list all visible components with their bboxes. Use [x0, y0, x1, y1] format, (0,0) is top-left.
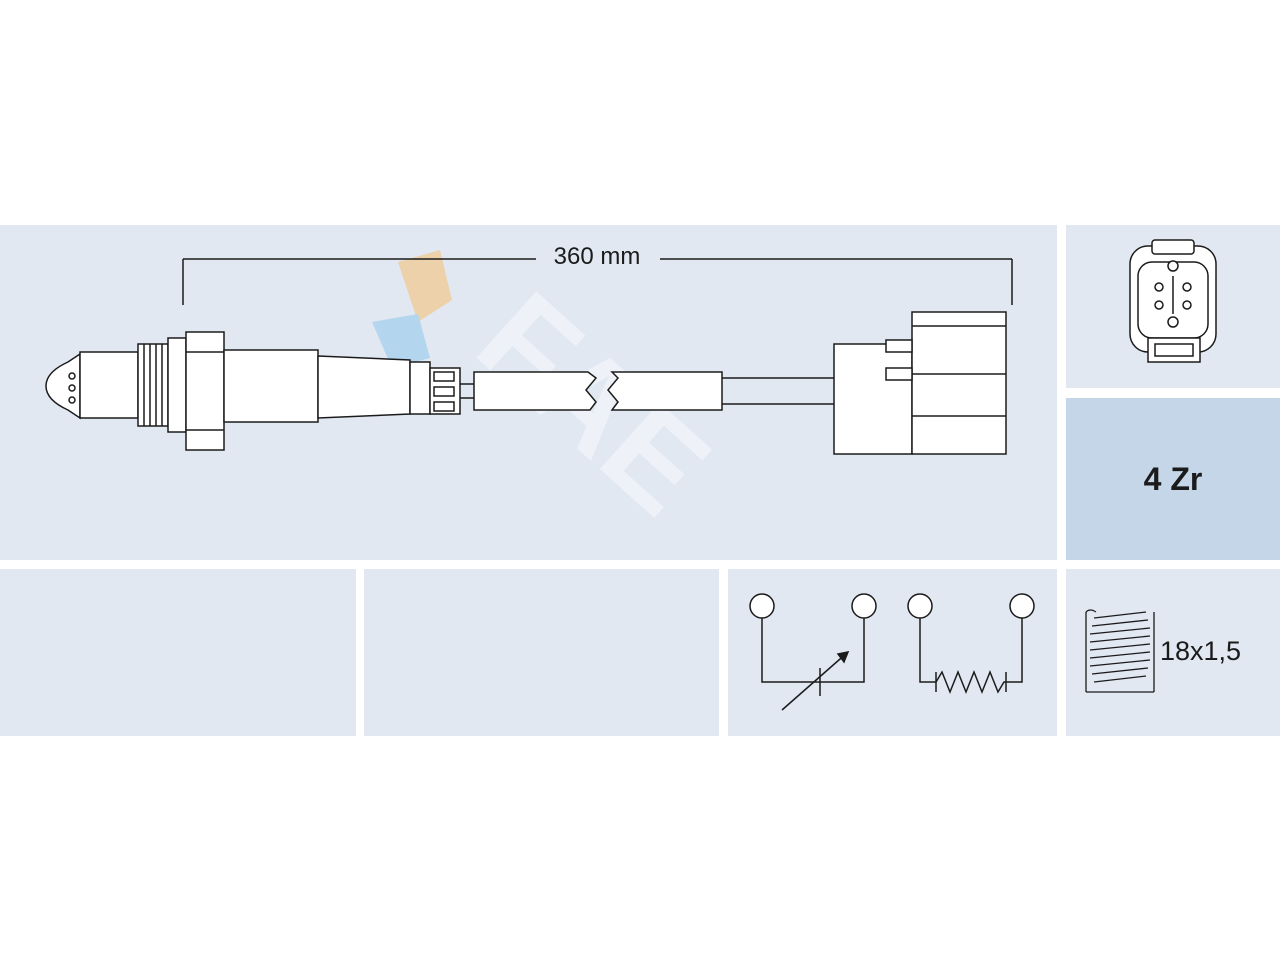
sensor-type-label: 4 Zr: [1143, 460, 1203, 497]
thread-icon: [1085, 609, 1155, 693]
cable-sleeve: [473, 371, 723, 411]
connector-face-icon: [1129, 239, 1217, 363]
empty-panel-1: [0, 569, 356, 736]
cable-length-label: 360 mm: [553, 243, 641, 270]
oxygen-sensor-drawing: [45, 331, 474, 451]
variable-resistor-icon: [749, 593, 877, 711]
thread-panel: [1066, 569, 1280, 736]
cable-wires: [722, 377, 834, 405]
heater-resistor-icon: [907, 593, 1035, 695]
empty-panel-2: [364, 569, 719, 736]
connector-housing: [833, 311, 1007, 455]
length-dimension: [182, 258, 1013, 305]
thread-size-label: 18x1,5: [1160, 636, 1242, 666]
wiring-schematic-panel: [728, 569, 1057, 736]
sensor-type-panel: [1066, 398, 1280, 560]
